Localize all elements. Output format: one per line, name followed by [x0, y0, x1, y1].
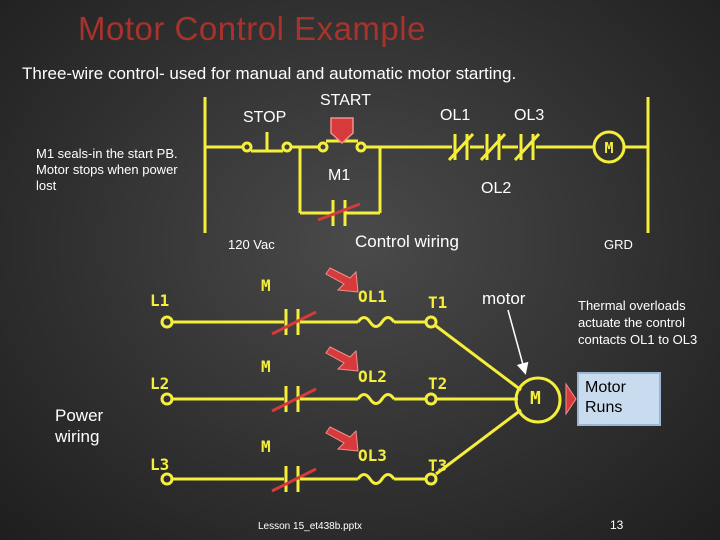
contact-label-1: M [261, 276, 271, 295]
ol2-label: OL2 [481, 180, 512, 197]
line-label-l3: L3 [150, 455, 170, 474]
slide-title: Motor Control Example [78, 10, 426, 47]
motor-pointer-arrow [507, 309, 529, 375]
motor-starter-coil: M [592, 130, 626, 164]
m1-seal-in-contact [317, 200, 361, 226]
line-label-l2: L2 [150, 374, 170, 393]
control-wiring-label: Control wiring [355, 232, 459, 251]
power-line-l1 [160, 309, 522, 392]
start-pushbutton [317, 117, 367, 153]
power-wiring-label: Power wiring [55, 406, 104, 446]
motor-runs-callout: Motor Runs [577, 372, 661, 426]
overload-heater-icon [356, 473, 396, 485]
line-label-l1: L1 [150, 291, 170, 310]
overload-heater-icon [356, 316, 396, 328]
slide-footer: Lesson 15_et438b.pptx [258, 521, 362, 532]
ground-label: GRD [604, 237, 633, 252]
motor-runs-arrow-icon [565, 382, 577, 416]
motor-icon [514, 376, 562, 424]
overload-contacts [447, 132, 541, 162]
power-line-l3 [160, 408, 522, 493]
stop-pushbutton [241, 132, 293, 153]
power-circuit [160, 267, 577, 493]
thermal-arrow-icon [325, 426, 359, 452]
motor-label: motor [482, 289, 526, 308]
voltage-label: 120 Vac [228, 237, 275, 252]
overload-label-ol2: OL2 [358, 367, 387, 386]
overload-heater-icon [356, 393, 396, 405]
motor-symbol-label: M [530, 388, 541, 409]
contact-label-2: M [261, 357, 271, 376]
overload-label-ol1: OL1 [358, 287, 387, 306]
stop-label: STOP [243, 109, 287, 126]
ol3-label: OL3 [514, 107, 545, 124]
ol1-label: OL1 [440, 107, 471, 124]
contact-label-3: M [261, 437, 271, 456]
thermal-overload-note: Thermal overloads actuate the control co… [578, 298, 698, 347]
thermal-arrow-icon [325, 267, 359, 293]
terminal-label-t3: T3 [428, 456, 448, 475]
thermal-arrow-icon [325, 346, 359, 372]
terminal-label-t2: T2 [428, 374, 448, 393]
terminal-label-t1: T1 [428, 293, 448, 312]
overload-label-ol3: OL3 [358, 446, 387, 465]
start-press-arrow-icon [330, 117, 354, 145]
control-circuit [203, 97, 650, 233]
page-number: 13 [610, 518, 624, 532]
start-label: START [320, 92, 371, 109]
slide-subtitle: Three-wire control- used for manual and … [22, 64, 517, 83]
seal-in-note: M1 seals-in the start PB. Motor stops wh… [36, 146, 178, 193]
svg-text:M: M [604, 139, 613, 157]
power-line-l2 [160, 386, 518, 413]
m1-label: M1 [328, 167, 351, 184]
